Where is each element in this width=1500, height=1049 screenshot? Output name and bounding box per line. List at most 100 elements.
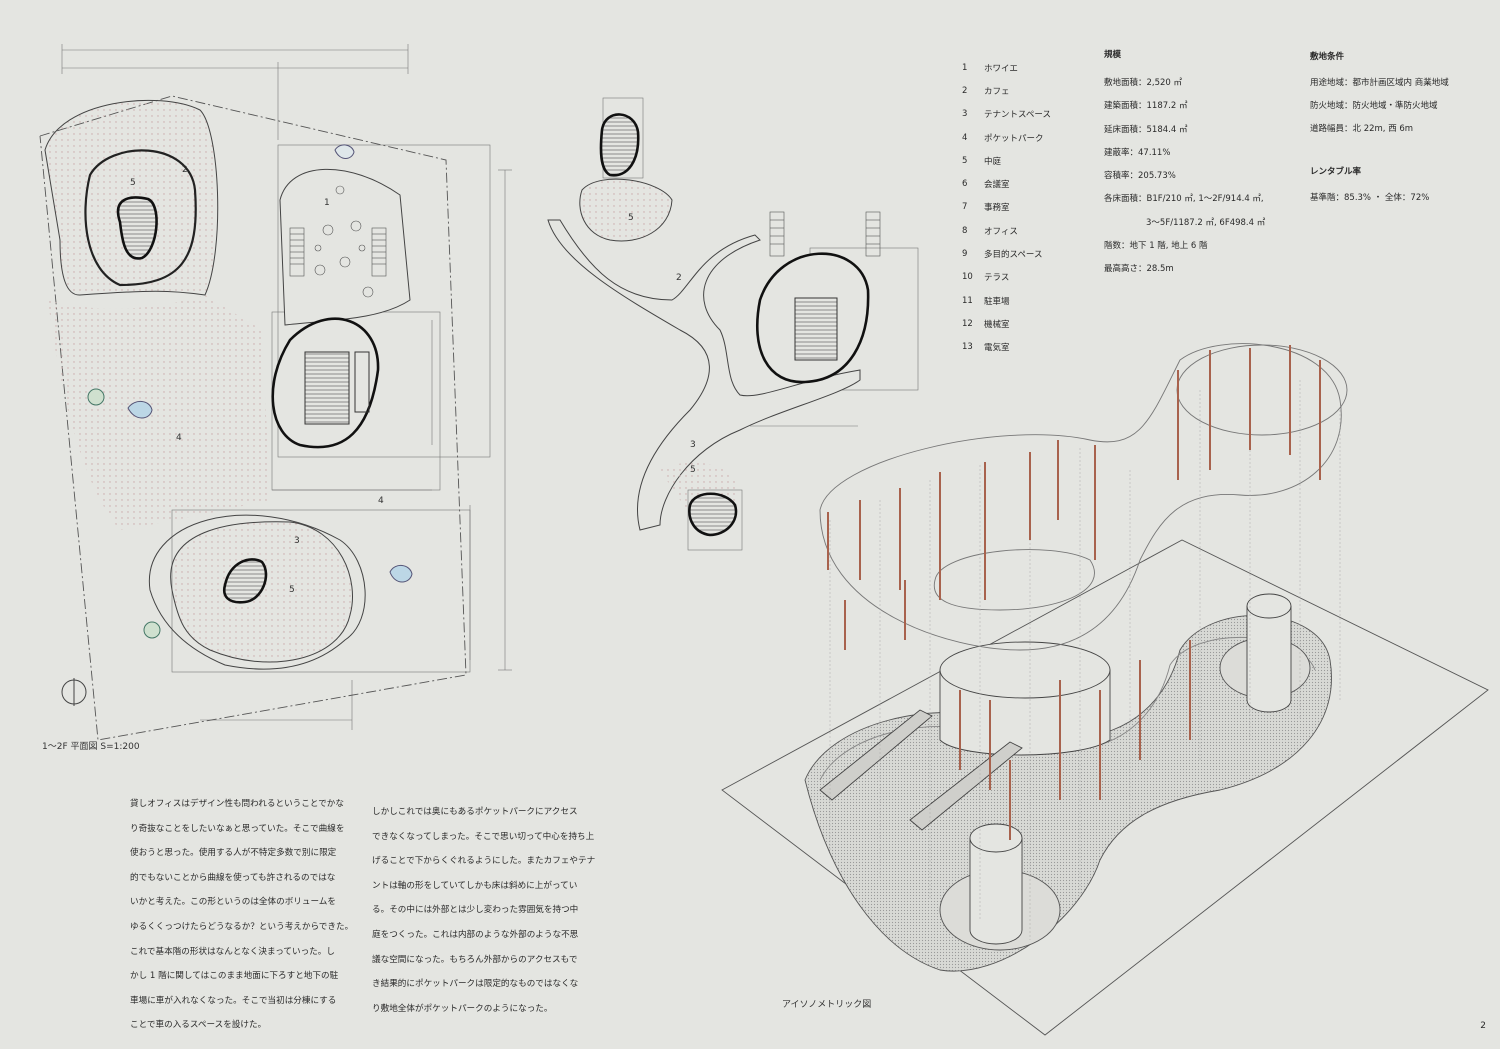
wing-b-outline [279,168,411,326]
essay-line: これで基本階の形状はなんとなく決まっていった。し [130,946,335,957]
upper-slab [547,219,861,531]
legend-room-name: 会議室 [984,180,1010,191]
legend-number: 3 [962,109,968,120]
essay-line: いかと考えた。この形というのは全体のボリュームを [130,897,336,908]
legend-number: 2 [962,85,968,96]
room-label: 2 [676,273,682,283]
floor-plan [39,44,512,741]
pond-icon [334,144,355,159]
legend-room-name: ポケットパーク [984,133,1044,144]
essay-line: り奇抜なことをしたいなぁと思っていた。そこで曲線を [130,823,345,834]
essay-line: ゆるくくっつけたらどうなるか？という考えからできた。 [130,921,354,932]
iso-dropped-lines [829,370,1341,940]
essay-line: 庭をつくった。これは内部のような外部のような不思 [372,929,579,940]
scale-row: 容積率：205.73% [1104,171,1176,182]
legend-number: 7 [962,202,968,213]
room-label: 3 [294,536,300,546]
essay-line: しかしこれでは奥にもあるポケットパークにアクセス [372,807,578,817]
essay-line: り敷地全体がポケットパークのようになった。 [372,1003,553,1014]
room-label: 5 [130,178,136,188]
scale-row: 階数：地下 1 階, 地上 6 階 [1104,241,1208,252]
room-label: 5 [690,465,696,475]
rentable-ratio: 基準階：85.3% ・ 全体：72% [1310,193,1430,203]
site-conditions: 敷地条件 用途地域：都市計画区域内 商業地域防火地域：防火地域・準防火地域道路幅… [1310,50,1490,210]
scale-row: 各床面積：B1F/210 ㎡, 1～2F/914.4 ㎡, [1104,194,1264,205]
essay-line: できなくなってしまった。そこで思い切って中心を持ち上 [372,831,595,842]
essay-column-left: 貸しオフィスはデザイン性も問われるということでかなり奇抜なことをしたいなぁと思っ… [130,792,354,1038]
isometric-view [721,343,1489,1036]
legend-number: 5 [962,155,968,166]
plan-caption: 1～2F 平面図 S=1:200 [42,742,140,752]
legend-number: 13 [962,342,973,353]
legend-item: 10 テラス [962,266,1082,289]
legend-item: 13 電気室 [962,336,1082,359]
legend-number: 12 [962,318,973,329]
essay-line: 的でもないことから曲線を使っても許されるのではな [130,872,336,883]
iso-caption: アイソノメトリック図 [782,1000,872,1010]
furniture [314,185,374,298]
rentable-heading: レンタブル率 [1310,167,1362,177]
scale-row: 3～5F/1187.2 ㎡, 6F498.4 ㎡ [1146,217,1266,228]
legend-room-name: 事務室 [984,203,1010,214]
tower-3-core [223,558,268,604]
room-label: 3 [690,440,696,450]
essay-line: かし 1 階に関してはこのまま地面に下ろすと地下の駐 [130,971,339,982]
legend-number: 1 [962,62,968,73]
legend-number: 10 [962,272,973,283]
iso-core-1 [1246,606,1292,713]
legend-item: 7 事務室 [962,196,1082,219]
essay-line: ントは軸の形をしていてしかも床は斜めに上がってい [372,880,578,891]
essay-column-right: しかしこれでは奥にもあるポケットパークにアクセスできなくなってしまった。そこで思… [372,800,596,1021]
legend-room-name: ホワイエ [984,63,1018,74]
room-label: 4 [176,433,182,443]
scale-heading: 規模 [1104,50,1122,60]
legend-number: 8 [962,225,968,236]
legend-item: 11 駐車場 [962,289,1082,312]
north-arrow-icon [61,678,87,706]
scale-row: 建蔽率：47.11% [1104,147,1171,158]
essay-line: 使おうと思った。使用する人が不特定多数で別に限定 [130,848,337,859]
legend-item: 9 多目的スペース [962,242,1082,265]
iso-core-2 [969,838,1023,945]
legend-room-name: 電気室 [984,343,1010,354]
legend-item: 1 ホワイエ [962,56,1082,79]
essay-line: げることで下からくぐれるようにした。またカフェやテナ [372,856,596,867]
room-label: 5 [628,213,634,223]
legend-number: 4 [962,132,968,143]
pond-icon [389,565,413,583]
legend-item: 4 ポケットパーク [962,126,1082,149]
legend-room-name: 多目的スペース [984,250,1043,261]
legend-room-name: 中庭 [984,156,1002,167]
site-heading: 敷地条件 [1310,52,1345,62]
site-row: 用途地域：都市計画区域内 商業地域 [1310,78,1449,88]
iso-upper-slab [819,343,1342,651]
upper-floor-plan [547,97,919,551]
scale-row: 敷地面積：2,520 ㎡ [1104,78,1183,88]
legend-item: 3 テナントスペース [962,103,1082,126]
essay-line: 車場に車が入れなくなった。そこで当初は分棟にする [130,995,337,1006]
scale-row: 延床面積：5184.4 ㎡ [1104,124,1188,135]
tree-icon [87,388,105,406]
room-label: 5 [289,585,295,595]
site-row: 防火地域：防火地域・準防火地域 [1310,101,1438,111]
scale-row: 建築面積：1187.2 ㎡ [1104,101,1188,112]
legend-room-name: 駐車場 [984,296,1010,307]
legend-number: 11 [962,295,973,306]
site-row: 道路幅員：北 22m, 西 6m [1310,124,1414,134]
essay-line: る。その中には外部とは少し変わった雰囲気を持つ中 [372,905,579,916]
tree-icon [143,621,161,639]
upper-core-1 [599,113,640,177]
legend-room-name: テナントスペース [984,110,1051,121]
scale-row: 最高高さ：28.5m [1104,264,1174,275]
legend-room-name: テラス [984,273,1010,284]
legend-number: 9 [962,249,968,260]
essay-line: き結果的にポケットパークは限定的なものではなくな [372,979,579,990]
essay-line: ことで車の入るスペースを設けた。 [130,1020,267,1031]
